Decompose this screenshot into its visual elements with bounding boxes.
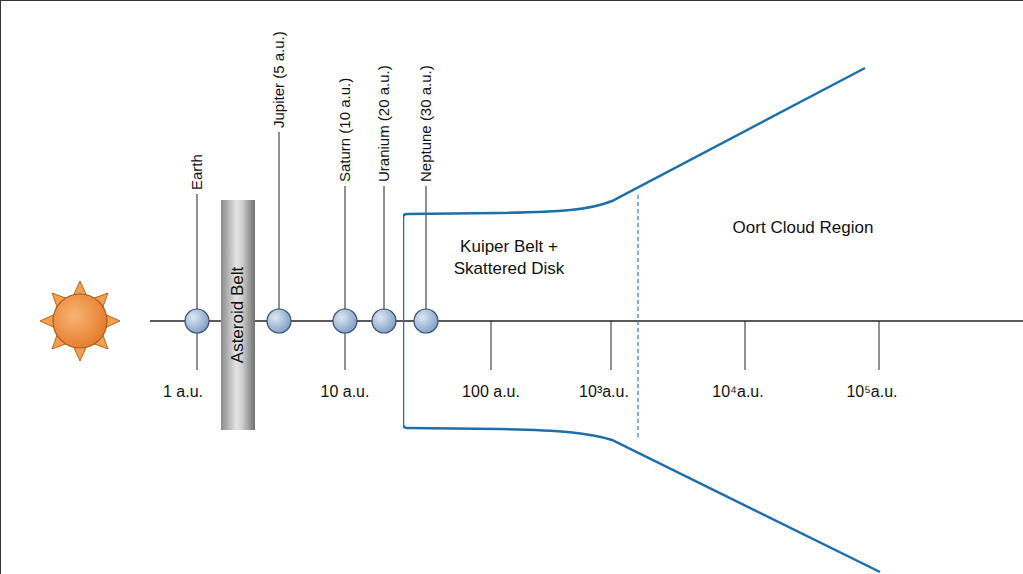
planet	[372, 309, 396, 333]
region-outline-path	[403, 68, 880, 572]
leader-line	[197, 194, 198, 370]
region-boundary	[637, 195, 638, 440]
planet	[185, 309, 209, 333]
planet-label: Jupiter (5 a.u.)	[270, 31, 288, 128]
distance-label: 10⁵a.u.	[846, 383, 897, 401]
region-name: Oort Cloud Region	[693, 217, 913, 239]
leader-line	[384, 186, 385, 321]
planet-label: Earth	[188, 154, 206, 190]
region-name: Asteroid Belt	[227, 267, 249, 363]
region-outline	[403, 60, 1023, 574]
axis-tick	[879, 321, 880, 370]
sun-rays	[40, 281, 120, 361]
distance-label: 100 a.u.	[462, 383, 520, 401]
distance-label: 1 a.u.	[163, 383, 203, 401]
leader-line	[426, 186, 427, 321]
sun	[53, 294, 107, 348]
axis-tick	[611, 321, 612, 370]
distance-label: 10 a.u.	[321, 383, 370, 401]
distance-label: 10³a.u.	[579, 383, 629, 401]
planet-label: Uranium (20 a.u.)	[375, 65, 393, 182]
axis-tick	[491, 321, 492, 370]
outer-region-outline: Kuiper Belt + Skattered Disk Oort Cloud R…	[403, 60, 1023, 574]
region-name: Kuiper Belt + Skattered Disk	[444, 236, 574, 280]
planet	[333, 309, 357, 333]
planet	[267, 309, 291, 333]
planet-label: Neptune (30 a.u.)	[417, 65, 435, 182]
planet-label: Saturn (10 a.u.)	[336, 78, 354, 182]
asteroid-belt-band: Asteroid Belt	[221, 200, 255, 430]
leader-lines	[197, 132, 879, 370]
leader-line	[345, 186, 346, 370]
distance-label: 10⁴a.u.	[712, 383, 763, 401]
axis-tick	[745, 321, 746, 370]
planet	[414, 309, 438, 333]
leader-line	[279, 132, 280, 321]
